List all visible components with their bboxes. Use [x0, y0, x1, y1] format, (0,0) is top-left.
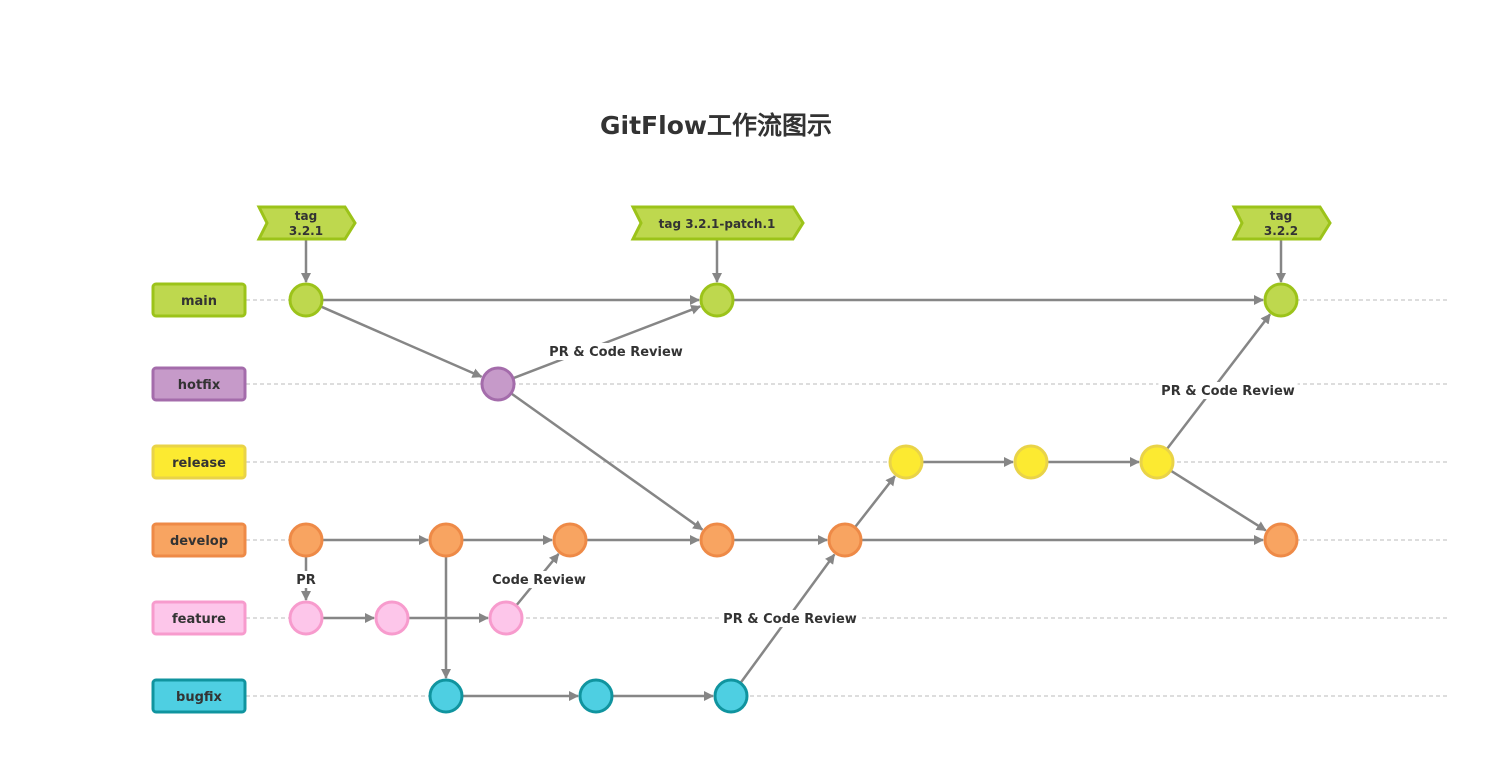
svg-text:hotfix: hotfix — [178, 378, 221, 393]
commit-h1 — [480, 366, 516, 402]
svg-text:develop: develop — [170, 534, 228, 549]
branch-label-main: main — [151, 282, 247, 318]
edge-label-f3-d3: Code Review — [492, 573, 586, 588]
commit-f2 — [374, 600, 410, 636]
edge-label-bg — [720, 610, 860, 627]
branch-label-develop: develop — [151, 522, 247, 558]
commit-m1 — [288, 282, 324, 318]
svg-text:3.2.2: 3.2.2 — [1264, 224, 1298, 238]
commit-d5 — [827, 522, 863, 558]
commit-f1 — [288, 600, 324, 636]
svg-text:tag: tag — [295, 209, 317, 223]
edge-label-bg — [546, 343, 686, 360]
commit-d6 — [1263, 522, 1299, 558]
commit-f3 — [488, 600, 524, 636]
commit-d2 — [428, 522, 464, 558]
edge-label-d1-f1: PR — [296, 573, 316, 588]
edge-h1-m2 — [513, 305, 702, 380]
svg-text:bugfix: bugfix — [176, 690, 223, 705]
svg-text:tag 3.2.1-patch.1: tag 3.2.1-patch.1 — [659, 217, 776, 231]
edge-label-b3-d5: PR & Code Review — [723, 612, 857, 627]
commit-d3 — [552, 522, 588, 558]
svg-text:main: main — [181, 294, 217, 309]
edge-label-r3-m3: PR & Code Review — [1161, 384, 1295, 399]
branch-label-feature: feature — [151, 600, 247, 636]
commit-d4 — [699, 522, 735, 558]
diagram-title: GitFlow工作流图示 — [600, 111, 832, 140]
commit-b1 — [428, 678, 464, 714]
svg-text:tag: tag — [1270, 209, 1292, 223]
edge-label-h1-m2: PR & Code Review — [549, 345, 683, 360]
svg-text:release: release — [172, 456, 226, 471]
commit-m3 — [1263, 282, 1299, 318]
svg-text:3.2.1: 3.2.1 — [289, 224, 323, 238]
edge-label-bg — [293, 571, 319, 588]
commit-m2 — [699, 282, 735, 318]
svg-text:feature: feature — [172, 612, 226, 627]
branch-label-bugfix: bugfix — [151, 678, 247, 714]
edge-r3-m3 — [1166, 313, 1272, 450]
branch-label-hotfix: hotfix — [151, 366, 247, 402]
edge-h1-d4 — [511, 392, 704, 531]
commit-r1 — [888, 444, 924, 480]
commit-b2 — [578, 678, 614, 714]
commit-r2 — [1013, 444, 1049, 480]
tag-tag2: tag 3.2.1-patch.1 — [630, 205, 805, 283]
branch-label-release: release — [151, 444, 247, 480]
edge-label-bg — [1158, 382, 1298, 399]
edge-label-bg — [489, 571, 589, 588]
commit-b3 — [713, 678, 749, 714]
edge-r3-d6 — [1170, 469, 1267, 532]
commit-d1 — [288, 522, 324, 558]
edge-d5-r1 — [854, 475, 896, 528]
edge-m1-h1 — [321, 305, 483, 378]
commit-r3 — [1139, 444, 1175, 480]
